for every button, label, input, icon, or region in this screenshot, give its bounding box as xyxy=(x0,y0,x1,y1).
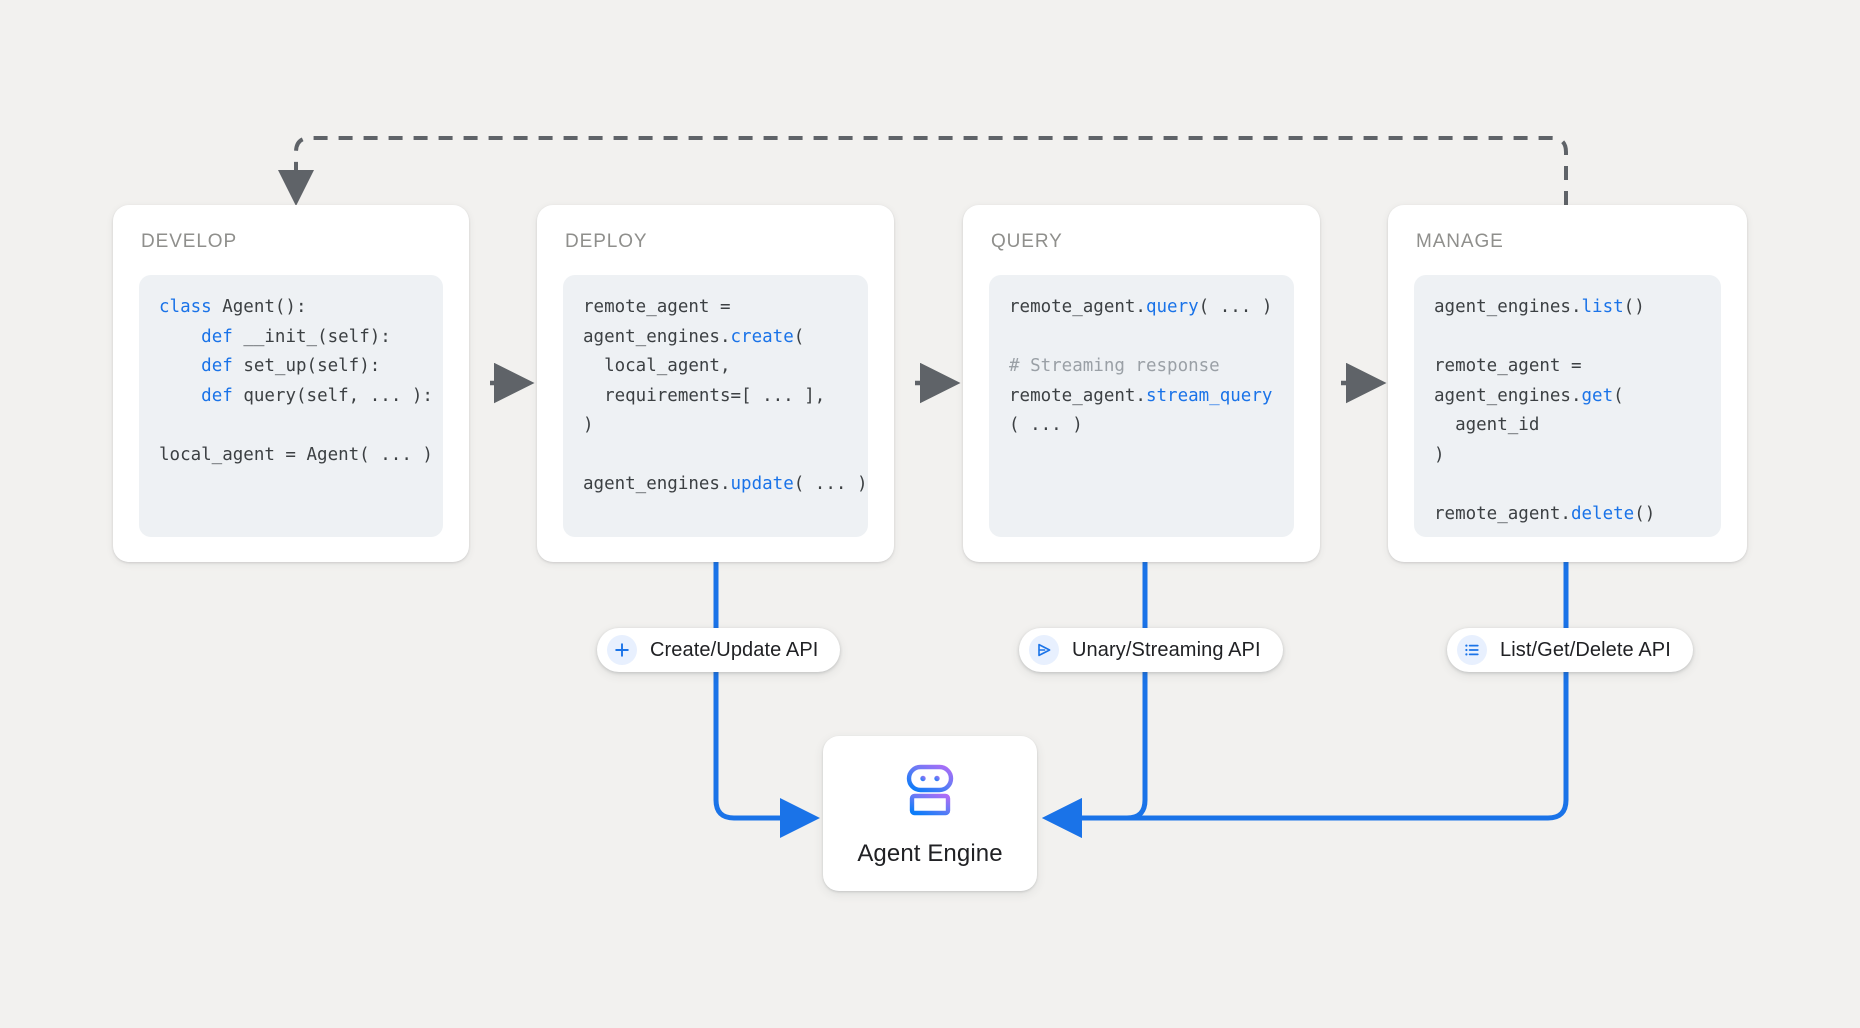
code-token: ( ... ) xyxy=(1009,415,1083,435)
code-line: local_agent = Agent( ... ) xyxy=(159,441,433,471)
code-token: def xyxy=(201,326,244,347)
code-line: def set_up(self): xyxy=(159,352,423,382)
wire-manage-to-agent-engine xyxy=(1042,562,1569,838)
code-block-deploy: remote_agent =agent_engines.create( loca… xyxy=(563,275,868,537)
code-token: agent_engines. xyxy=(583,326,731,347)
code-token: class xyxy=(159,297,223,317)
code-token: ) xyxy=(583,415,594,435)
code-line: agent_engines.list() xyxy=(1434,293,1701,323)
code-token: ( xyxy=(1613,385,1624,406)
stage-title-query: QUERY xyxy=(991,231,1063,252)
code-token: ) xyxy=(1434,444,1445,465)
code-token: remote_agent = xyxy=(1434,356,1582,376)
code-token: query xyxy=(1145,297,1199,317)
agent-engine-label: Agent Engine xyxy=(857,840,1003,867)
code-line: def query(self, ... ): xyxy=(159,382,433,412)
code-token: local_agent = Agent( ... ) xyxy=(159,444,433,465)
code-token: query(self, ... ): xyxy=(243,385,433,406)
api-pill-label: List/Get/Delete API xyxy=(1500,638,1671,661)
code-line: ) xyxy=(1434,441,1701,471)
code-line: remote_agent.delete() xyxy=(1434,500,1701,530)
code-blank-line xyxy=(1434,323,1701,353)
code-line: agent_engines.get( xyxy=(1434,382,1701,412)
code-line: remote_agent.query( ... ) xyxy=(1009,293,1274,323)
code-line: remote_agent = xyxy=(583,293,848,323)
code-token: update xyxy=(730,474,794,494)
code-line: agent_engines.update( ... ) xyxy=(583,470,868,500)
code-token: remote_agent. xyxy=(1009,385,1146,406)
code-token: agent_engines. xyxy=(1434,297,1582,317)
code-blank-line xyxy=(1434,470,1701,500)
code-token: () xyxy=(1623,297,1645,317)
code-token xyxy=(159,386,201,406)
code-token: delete xyxy=(1570,503,1635,524)
code-token: ( ... ) xyxy=(793,474,868,494)
code-token: # Streaming response xyxy=(1009,356,1220,376)
stage-title-manage: MANAGE xyxy=(1416,231,1504,252)
stage-card-develop: DEVELOP class Agent(): def __init_(self)… xyxy=(113,205,469,562)
code-token: Agent(): xyxy=(222,297,307,317)
code-token: ( ... ) xyxy=(1198,297,1273,317)
stage-title-deploy: DEPLOY xyxy=(565,231,648,252)
code-token: remote_agent = xyxy=(583,297,731,317)
code-token: agent_engines. xyxy=(1434,385,1582,406)
code-line: agent_engines.create( xyxy=(583,323,848,353)
api-pill-label: Create/Update API xyxy=(650,638,819,661)
code-token: local_agent, xyxy=(583,356,731,376)
code-line: local_agent, xyxy=(583,352,848,382)
code-line: # Streaming response xyxy=(1009,352,1274,382)
api-pill-unary-streaming[interactable]: Unary/Streaming API xyxy=(1019,628,1283,672)
send-icon xyxy=(1029,635,1059,665)
code-token: stream_query xyxy=(1145,385,1273,406)
code-block-develop: class Agent(): def __init_(self): def se… xyxy=(139,275,443,537)
code-line: def __init_(self): xyxy=(159,323,423,353)
code-token: agent_id xyxy=(1434,415,1540,435)
stage-card-query: QUERY remote_agent.query( ... ) # Stream… xyxy=(963,205,1320,562)
stage-card-manage: MANAGE agent_engines.list() remote_agent… xyxy=(1388,205,1747,562)
wire-deploy-to-agent-engine xyxy=(713,562,820,838)
code-line: agent_id xyxy=(1434,411,1701,441)
code-token: list xyxy=(1581,297,1624,317)
stage-card-deploy: DEPLOY remote_agent =agent_engines.creat… xyxy=(537,205,894,562)
code-blank-line xyxy=(583,441,848,471)
feedback-loop-arrow xyxy=(278,136,1568,206)
code-token: __init_(self): xyxy=(243,326,391,347)
code-line: ( ... ) xyxy=(1009,411,1274,441)
stage-title-develop: DEVELOP xyxy=(141,231,238,252)
code-token: def xyxy=(201,356,244,376)
code-token: agent_engines. xyxy=(583,474,731,494)
code-token xyxy=(159,356,201,376)
api-pill-label: Unary/Streaming API xyxy=(1072,638,1261,661)
code-line: requirements=[ ... ], xyxy=(583,382,848,412)
code-token xyxy=(159,327,201,347)
agent-engine-node[interactable]: Agent Engine xyxy=(823,736,1037,891)
code-line: remote_agent.stream_query xyxy=(1009,382,1274,412)
code-token: () xyxy=(1634,503,1656,524)
code-token: create xyxy=(730,326,794,347)
code-line: ) xyxy=(583,411,848,441)
code-token: remote_agent. xyxy=(1434,503,1571,524)
plus-icon xyxy=(607,635,637,665)
code-line: class Agent(): xyxy=(159,293,423,323)
robot-icon xyxy=(899,759,961,826)
list-icon xyxy=(1457,635,1487,665)
code-token: requirements=[ ... ], xyxy=(583,385,826,406)
code-block-query: remote_agent.query( ... ) # Streaming re… xyxy=(989,275,1294,537)
code-token: remote_agent. xyxy=(1009,297,1146,317)
code-token: def xyxy=(201,385,244,406)
wire-query-to-agent-engine xyxy=(1042,562,1148,838)
api-pill-list-get-delete[interactable]: List/Get/Delete API xyxy=(1447,628,1693,672)
code-block-manage: agent_engines.list() remote_agent =agent… xyxy=(1414,275,1721,537)
api-pill-create-update[interactable]: Create/Update API xyxy=(597,628,841,672)
code-blank-line xyxy=(1009,323,1274,353)
code-token: get xyxy=(1581,385,1614,406)
code-blank-line xyxy=(159,411,423,441)
code-line: remote_agent = xyxy=(1434,352,1701,382)
code-token: ( xyxy=(793,326,805,347)
code-token: set_up(self): xyxy=(243,356,381,376)
